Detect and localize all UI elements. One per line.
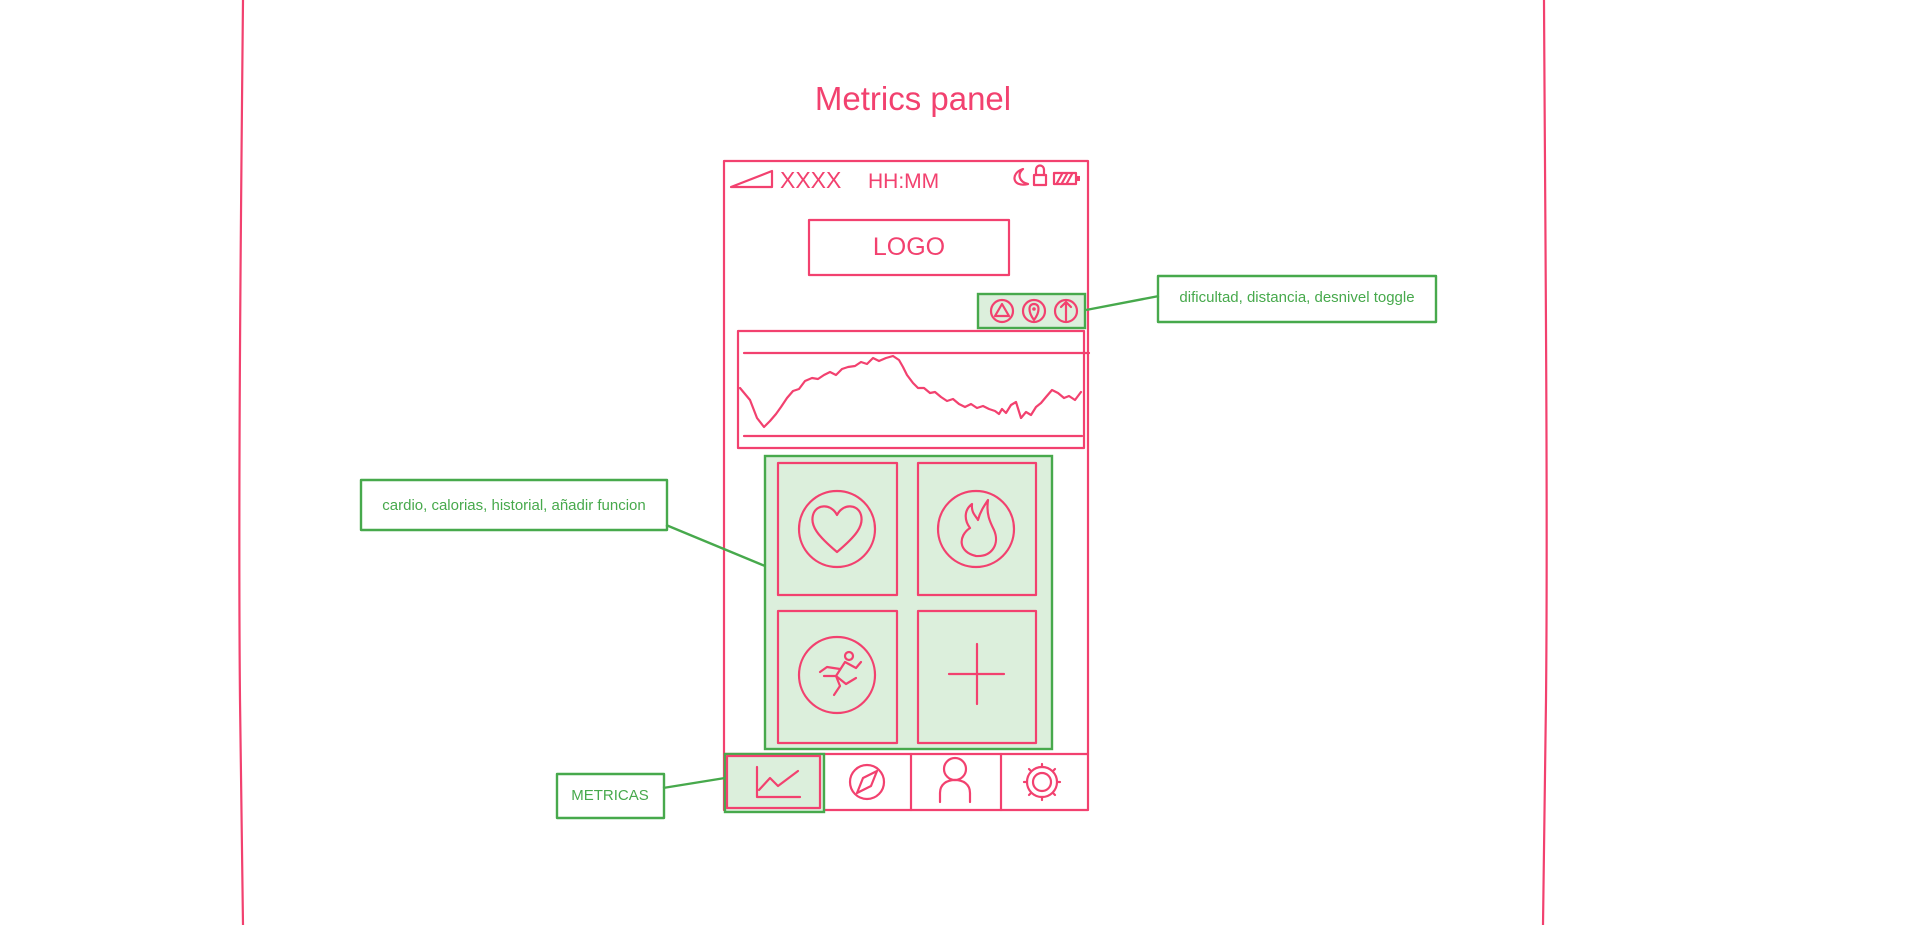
nav-metricas[interactable] (723, 752, 826, 814)
frame-right-border (1541, 0, 1548, 925)
nav-annotation-text: METRICAS (571, 787, 649, 804)
nav-annotation-box (555, 772, 666, 820)
clock-label: HH:MM (868, 170, 939, 193)
carrier-label: XXXX (780, 167, 841, 193)
nav-perfil[interactable] (938, 756, 972, 804)
nav-ajustes[interactable] (1022, 762, 1062, 802)
nav-annotation-connector (662, 776, 726, 790)
elevation-chart (736, 329, 1091, 450)
difficulty-toggle[interactable] (989, 298, 1015, 324)
toggle-annotation-box (1156, 274, 1438, 324)
logo-box (807, 218, 1011, 277)
logo-text: LOGO (873, 233, 945, 261)
heart-icon (811, 505, 863, 554)
tile-historial[interactable] (776, 609, 899, 745)
elevation-arrow-icon (1059, 300, 1073, 322)
toggle-highlight (976, 292, 1087, 330)
grid-annotation-box (359, 478, 669, 532)
plus-icon (947, 642, 1006, 706)
frame-left-border (238, 0, 245, 925)
signal-icon (729, 169, 774, 189)
flame-icon (960, 498, 998, 558)
moon-icon (1013, 167, 1030, 186)
nav-explorar[interactable] (848, 763, 886, 801)
toggle-annotation-text: dificultad, distancia, desnivel toggle (1179, 289, 1414, 306)
bottom-nav-separators (818, 752, 1003, 812)
status-bar: XXXX HH:MM (729, 164, 1080, 193)
grid-annotation-text: cardio, calorias, historial, añadir func… (382, 497, 645, 514)
tile-calorias[interactable] (916, 461, 1038, 597)
elevation-toggle[interactable] (1053, 298, 1079, 324)
battery-icon (1052, 171, 1080, 186)
compass-icon (855, 769, 879, 795)
tile-cardio[interactable] (776, 461, 899, 597)
metrics-grid-highlight (763, 454, 1054, 751)
toggle-annotation-connector (1085, 294, 1160, 312)
difficulty-triangle-icon (993, 302, 1011, 318)
phone-frame (722, 159, 1090, 812)
page-title: Metrics panel (815, 80, 1011, 117)
elevation-profile-line (738, 354, 1083, 429)
tile-add-function[interactable] (916, 609, 1038, 745)
runner-icon (818, 650, 863, 697)
grid-annotation-connector (665, 523, 766, 568)
line-chart-icon (755, 765, 802, 799)
distance-pin-icon (1028, 302, 1040, 322)
user-icon (942, 756, 968, 782)
lock-icon (1032, 164, 1048, 187)
distance-toggle[interactable] (1021, 298, 1047, 324)
